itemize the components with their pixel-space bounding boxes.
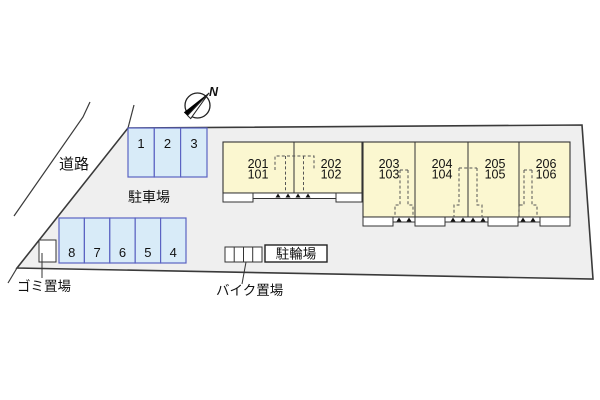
parking-space-number: 8 (68, 245, 75, 260)
road-edge-right-lower (7, 267, 18, 284)
garbage-label: ゴミ置場 (17, 278, 71, 294)
garbage-area: ゴミ置場 (17, 239, 71, 294)
building-outline (222, 141, 363, 194)
bike-leader-line (241, 261, 247, 285)
unit-number-upper: 206 (536, 157, 557, 171)
parking-space-number: 6 (119, 245, 126, 260)
bike-label: バイク置場 (216, 283, 283, 298)
unit-number-lower: 104 (432, 168, 453, 182)
road-edge-right-upper (127, 104, 135, 129)
parking-space (83, 217, 111, 264)
entrance-walkway (252, 192, 337, 199)
bike-shed-label: 駐輪場 (276, 246, 317, 262)
unit-number-lower: 101 (248, 168, 269, 182)
compass-north-label: N (209, 85, 219, 99)
parking-space-number: 3 (190, 136, 197, 151)
parking-space-number: 7 (93, 245, 100, 260)
bike-shed-label-box (264, 244, 328, 263)
stairs-dashed-path (274, 155, 315, 193)
balcony (487, 216, 519, 227)
parking-space (180, 127, 208, 178)
entrance-arrows (275, 193, 311, 198)
unit-number-upper: 202 (321, 157, 342, 171)
parking-space-number: 5 (144, 245, 151, 260)
parking-space (153, 127, 182, 178)
balcony (414, 216, 446, 227)
balcony (362, 216, 394, 227)
road-label: 道路 (59, 156, 89, 173)
unit-number-lower: 103 (379, 168, 400, 182)
balcony (539, 216, 571, 227)
stairs-dashed-path (394, 169, 414, 217)
unit-number-lower: 105 (485, 168, 506, 182)
balcony (222, 192, 254, 203)
parking-space-number: 1 (137, 136, 144, 151)
entrance-arrows (396, 217, 536, 222)
parking-space (134, 217, 162, 264)
compass-needle-light-icon (186, 92, 210, 120)
parking-space-number: 2 (164, 136, 171, 151)
road-edge-left (13, 101, 91, 217)
parking-space (58, 217, 85, 264)
unit-number-lower: 102 (321, 168, 342, 182)
stairs-dashed-path (518, 169, 538, 217)
parking-space-number: 4 (170, 245, 177, 260)
parking-space (160, 217, 187, 264)
unit-number-lower: 106 (536, 168, 557, 182)
parking-space (109, 217, 136, 264)
unit-number-upper: 201 (248, 157, 269, 171)
unit-number-upper: 205 (485, 157, 506, 171)
parking-row-top: 1 2 3 (127, 127, 208, 178)
building-block-1: 201 101 202 102 (222, 141, 363, 203)
stairs-dashed-path (453, 167, 483, 217)
garbage-box (38, 239, 57, 263)
parking-row-bottom: 8 7 6 5 4 (58, 217, 187, 264)
compass: N (183, 85, 219, 120)
parking-lot-label: 駐車場 (128, 189, 170, 205)
building-block-2: 203 103 204 104 205 105 206 106 (362, 141, 571, 227)
balcony (335, 192, 363, 203)
bike-parking-area: バイク置場 駐輪場 (216, 244, 328, 298)
compass-circle-icon (184, 92, 211, 119)
entrance-walkway (392, 216, 416, 223)
unit-number-upper: 203 (379, 157, 400, 171)
unit-number-upper: 204 (432, 157, 453, 171)
